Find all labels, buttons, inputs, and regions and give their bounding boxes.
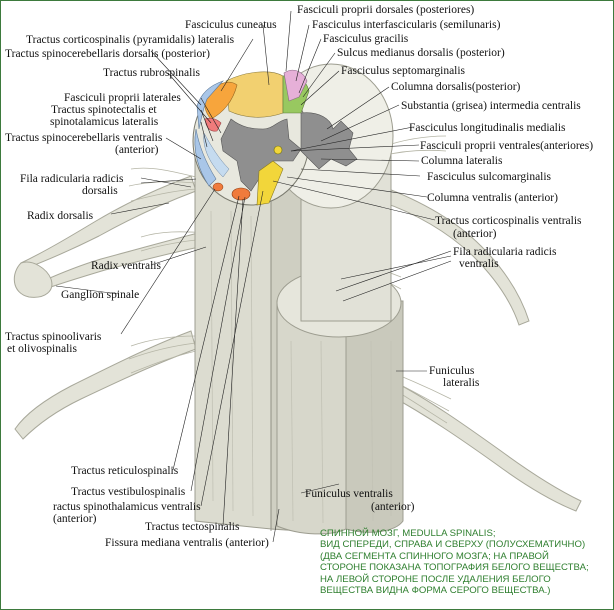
label-olivospinalis: et olivospinalis [7, 343, 77, 355]
label-fasciculus-gracilis: Fasciculus gracilis [323, 33, 409, 45]
lower-nerve-right [390, 380, 582, 512]
fasciculi-proprii-dorsales [283, 69, 308, 102]
label-radix-ventralis: Radix ventralis [91, 260, 161, 272]
label-sulcus-medianus-dorsalis: Sulcus medianus dorsalis (posterior) [337, 47, 505, 59]
caption-line: СТОРОНЕ ПОКАЗАНА ТОПОГРАФИЯ БЕЛОГО ВЕЩЕС… [320, 562, 589, 574]
label-tractus-tectospinalis: Tractus tectospinalis [145, 521, 240, 533]
label-funiculus-lateralis-2: lateralis [443, 377, 480, 389]
spinocerebellar-ventral [194, 128, 217, 187]
lower-cord-right [345, 300, 404, 533]
caption-line: НА ЛЕВОЙ СТОРОНЕ ПОСЛЕ УДАЛЕНИЯ БЕЛОГО [320, 573, 551, 585]
spinotectal-spinothalamic [203, 132, 230, 178]
label-longitudinalis-medialis: Fasciculus longitudinalis medialis [409, 122, 566, 134]
caption-line: ВИД СПЕРЕДИ, СПРАВА И СВЕРХУ (ПОЛУСХЕМАТ… [320, 539, 586, 551]
label-substantia-intermedia: Substantia (grisea) intermedia centralis [401, 100, 581, 112]
tractus-olivospinalis-mark [212, 182, 224, 192]
label-tractus-rubrospinalis: Tractus rubrospinalis [103, 67, 201, 79]
label-columna-lateralis: Columna lateralis [421, 155, 503, 167]
label-fila-radicularia-ventralis: Fila radicularia radicis [453, 246, 557, 258]
upper-nerve-right [378, 185, 530, 326]
label-fasciculus-sulcomarginalis: Fasciculus sulcomarginalis [427, 171, 552, 183]
spinocerebellar-dorsal [196, 80, 224, 130]
label-funiculus-ventralis-anterior: (anterior) [371, 501, 415, 513]
caption-line: ВЕЩЕСТВА ВИДНА ФОРМА СЕРОГО ВЕЩЕСТВА.) [320, 585, 551, 597]
caption-line: (ДВА СЕГМЕНТА СПИННОГО МОЗГА; НА ПРАВОЙ [320, 550, 549, 562]
label-spinocerebellaris-dorsalis: Tractus spinocerebellaris dorsalis (post… [5, 48, 210, 60]
label-fasciculi-proprii-ventrales: Fasciculi proprii ventrales(anteriores) [420, 140, 593, 152]
label-tractus-reticulospinalis: Tractus reticulospinalis [71, 465, 179, 477]
label-ganglion-spinale: Ganglion spinale [61, 289, 139, 301]
label-spinothalamicus-ventralis-anterior: (anterior) [53, 513, 97, 525]
label-spinocerebellaris-ventralis: Tractus spinocerebellaris ventralis [5, 132, 163, 144]
label-columna-dorsalis: Columna dorsalis(posterior) [391, 81, 521, 93]
ganglion-spinale [13, 261, 53, 298]
central-canal [273, 145, 283, 155]
label-fila-radicularia-dorsalis-2: dorsalis [82, 185, 118, 197]
label-columna-ventralis: Columna ventralis (anterior) [427, 192, 558, 204]
label-spinotalamicus-lateralis: spinotalamicus lateralis [50, 116, 159, 128]
label-tractus-vestibulospinalis: Tractus vestibulospinalis [71, 486, 186, 498]
tractus-ventralis-yellow [256, 160, 284, 206]
label-corticospinalis-ventralis: Tractus corticospinalis ventralis [435, 215, 582, 227]
leader-lines [55, 10, 452, 543]
caption-line: СПИННОЙ МОЗГ, MEDULLA SPINALIS; [320, 528, 496, 539]
label-radix-dorsalis: Radix dorsalis [27, 210, 94, 222]
label-spinocerebellaris-ventralis-anterior: (anterior) [115, 144, 159, 156]
cross-section [192, 69, 358, 206]
label-fasciculi-proprii-dorsales: Fasciculi proprii dorsales (posteriores) [297, 4, 474, 16]
label-funiculus-ventralis: Funiculus ventralis [305, 488, 393, 500]
label-fila-radicularia-dorsalis: Fila radicularia radicis [20, 173, 124, 185]
figure-caption: СПИННОЙ МОЗГ, MEDULLA SPINALIS; ВИД СПЕР… [320, 528, 610, 596]
gray-matter [220, 118, 302, 192]
fasciculus-cuneatus [225, 71, 284, 118]
label-fissura-mediana-ventralis: Fissura mediana ventralis (anterior) [105, 537, 269, 549]
label-spinoolivaris: Tractus spinoolivaris [5, 331, 102, 343]
labels: Fasciculus cuneatus Fasciculi proprii do… [5, 4, 593, 549]
label-corticospinalis-lateralis: Tractus corticospinalis (pyramidalis) la… [26, 34, 235, 46]
label-corticospinalis-ventralis-anterior: (anterior) [453, 228, 497, 240]
label-fasciculus-interfascicularis: Fasciculus interfascicularis (semilunari… [312, 19, 501, 31]
label-spinotectalis: Tractus spinotectalis et [51, 104, 157, 116]
label-fasciculi-proprii-laterales: Fasciculi proprii laterales [64, 92, 181, 104]
tractus-tectospinalis-mark [231, 187, 251, 201]
label-fasciculus-cuneatus: Fasciculus cuneatus [185, 19, 277, 31]
label-fila-radicularia-ventralis-2: ventralis [459, 258, 499, 270]
nerve-roots [13, 175, 582, 512]
label-funiculus-lateralis: Funiculus [429, 365, 475, 377]
label-fasciculus-septomarginalis: Fasciculus septomarginalis [341, 65, 466, 77]
right-gray-matter [300, 112, 358, 170]
lower-nerve-left [14, 330, 197, 440]
label-spinothalamicus-ventralis: ractus spinothalamicus ventralis [53, 501, 201, 513]
